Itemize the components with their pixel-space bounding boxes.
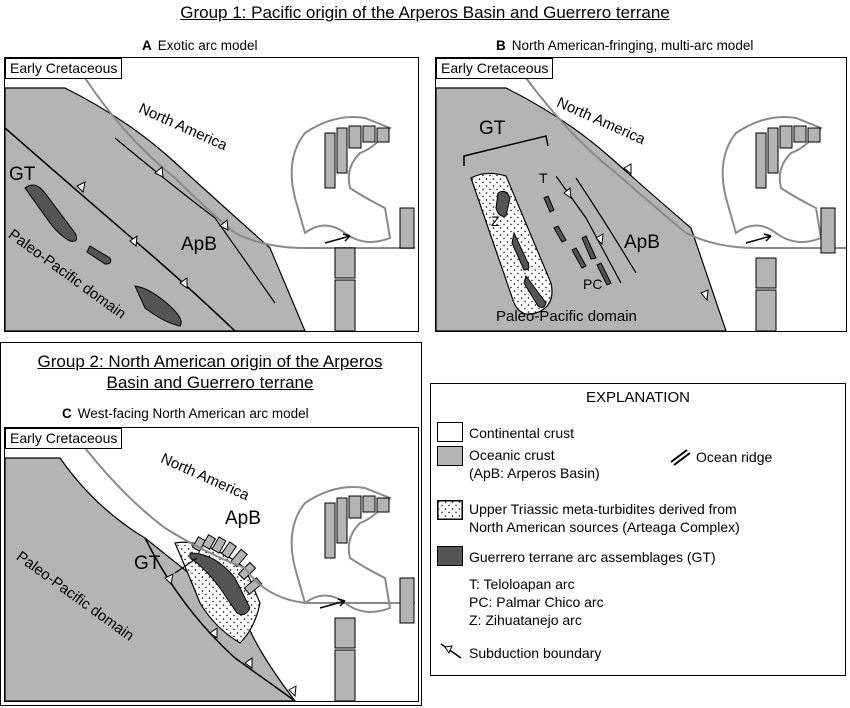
panel-a-apb: ApB — [181, 234, 217, 255]
guerrero-arc-label: Guerrero terrane arc assemblages (GT) — [469, 549, 716, 565]
group1-title: Group 1: Pacific origin of the Arperos B… — [180, 3, 670, 22]
panel-b-z: Z — [491, 213, 500, 229]
panel-c-map: Early Cretaceous North America ApB GT Pa… — [4, 427, 419, 702]
guerrero-arc-swatch — [437, 546, 463, 566]
panel-a-caption: A Exotic arc model — [142, 38, 258, 53]
panel-a-map: Early Cretaceous North America GT ApB Pa… — [4, 57, 419, 332]
panel-a-caption-text: Exotic arc model — [157, 38, 258, 53]
panel-b-caption: B North American-fringing, multi-arc mode… — [496, 38, 753, 53]
arc-t-label: T: Teloloapan arc — [469, 576, 575, 592]
continental-crust-label: Continental crust — [469, 425, 575, 441]
oceanic-crust-swatch — [437, 446, 463, 466]
panel-c-letter: C — [62, 406, 72, 421]
panel-b-letter: B — [496, 38, 506, 53]
legend-title: EXPLANATION — [586, 389, 690, 406]
panel-b-tag: Early Cretaceous — [436, 58, 554, 79]
panel-c-tag: Early Cretaceous — [5, 428, 123, 449]
continental-crust-swatch — [437, 422, 463, 442]
panel-b-gt: GT — [479, 118, 506, 139]
panel-b-map: Early Cretaceous North America GT T Z PC… — [435, 57, 847, 332]
subduction-boundary-icon — [440, 643, 462, 659]
group2-title-line1: Group 2: North American origin of the Ar… — [37, 352, 383, 371]
panel-a-gt: GT — [9, 164, 36, 185]
arc-pc-label: PC: Palmar Chico arc — [469, 594, 604, 610]
panel-c-caption-text: West-facing North American arc model — [77, 406, 309, 421]
panel-b-pc: PC — [583, 276, 603, 292]
arc-z-label: Z: Zihuatanejo arc — [469, 612, 582, 628]
panel-c-caption: C West-facing North American arc model — [62, 406, 309, 421]
ocean-ridge-icon — [670, 449, 691, 466]
panel-c-apb: ApB — [225, 508, 261, 529]
panel-b-paleo-pacific: Paleo-Pacific domain — [496, 308, 637, 325]
turbidites-label-1: Upper Triassic meta-turbidites derived f… — [469, 501, 737, 517]
panel-b-caption-text: North American-fringing, multi-arc model — [511, 38, 754, 53]
group2-title-line2: Basin and Guerrero terrane — [106, 373, 314, 392]
panel-a-tag: Early Cretaceous — [5, 58, 123, 79]
explanation-legend: EXPLANATION Continental crust Oceanic cr… — [430, 383, 846, 676]
oceanic-crust-label-1: Oceanic crust — [469, 447, 555, 463]
panel-b-t: T — [539, 170, 548, 186]
panel-c-gt: GT — [134, 553, 161, 574]
panel-a-letter: A — [142, 38, 152, 53]
subduction-boundary-label: Subduction boundary — [469, 645, 602, 661]
turbidites-label-2: North American sources (Arteaga Complex) — [469, 519, 740, 535]
turbidites-swatch — [437, 500, 463, 520]
panel-b-apb: ApB — [624, 232, 660, 253]
group2-frame — [0, 342, 422, 706]
ocean-ridge-label: Ocean ridge — [696, 449, 773, 465]
oceanic-crust-label-2: (ApB: Arperos Basin) — [469, 465, 600, 481]
